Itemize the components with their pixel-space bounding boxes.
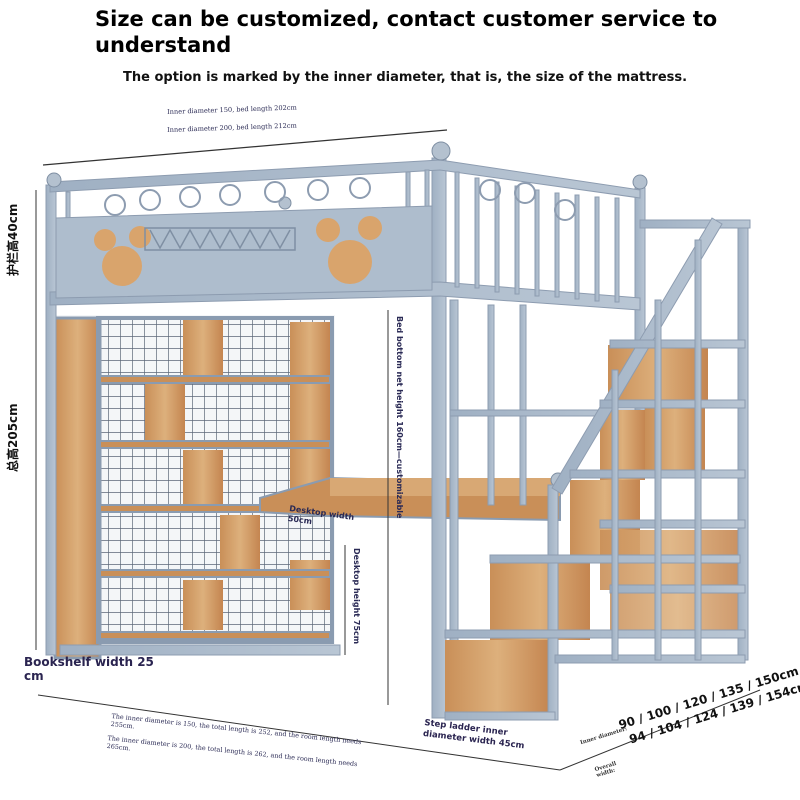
measurement-guides <box>344 310 389 705</box>
desktop-height-label: Desktop height 75cm <box>352 548 361 645</box>
bed-bottom-height-label: Bed bottom net height 160cm—customizable <box>395 316 404 519</box>
bottom-dimension-line <box>37 689 761 771</box>
headline: Size can be customized, contact customer… <box>95 7 718 57</box>
subheadline: The option is marked by the inner diamet… <box>123 70 688 85</box>
hanging-rack <box>144 227 296 251</box>
decorative-rings <box>104 177 576 221</box>
top-dimension-line <box>42 129 448 166</box>
step-ladder <box>444 217 751 721</box>
bookshelf <box>53 315 335 660</box>
bookshelf-width-label: Bookshelf width 25 cm <box>24 655 154 683</box>
guardrail-height-label: 护栏高40cm <box>6 203 20 276</box>
overall-width-label: Overall width: <box>594 760 618 779</box>
total-height-label: 总高205cm <box>6 403 20 472</box>
mouse-ear-decoration-right <box>316 216 382 284</box>
